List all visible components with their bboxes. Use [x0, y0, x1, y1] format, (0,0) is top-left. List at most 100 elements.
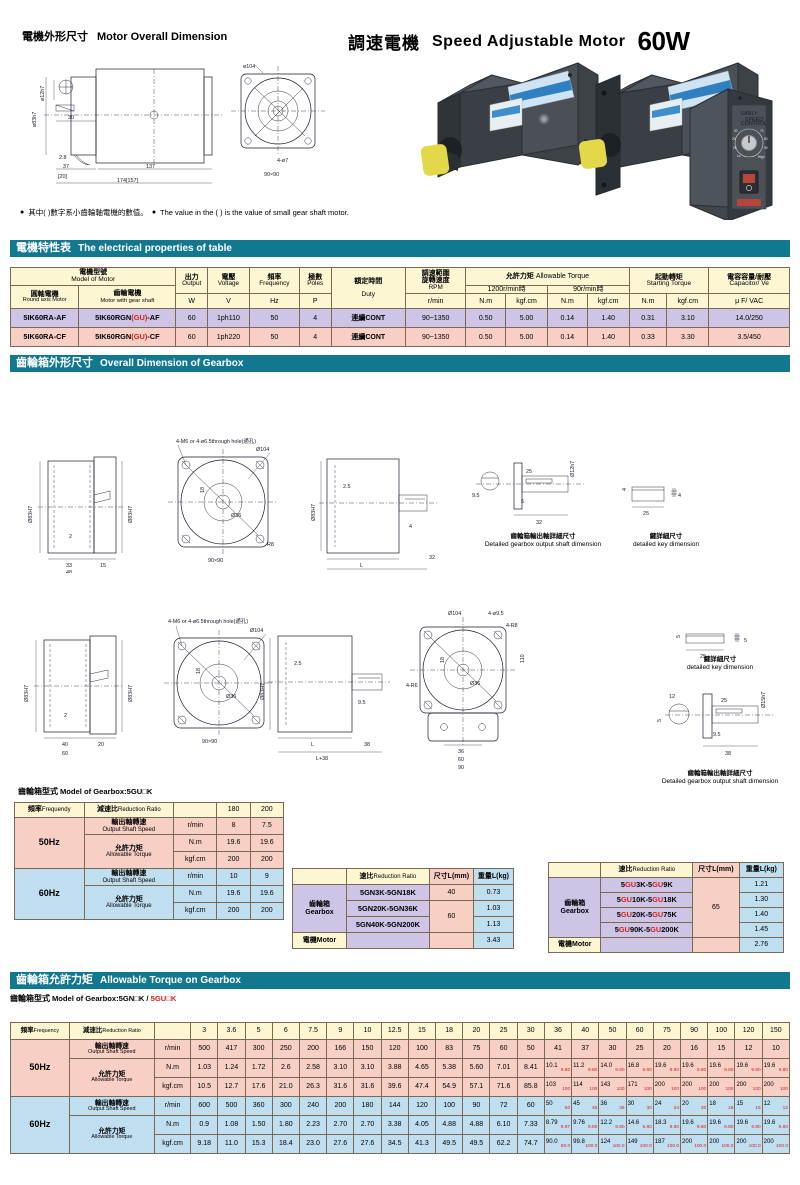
cell-hz50-allowable-torque-kgf-20: 57.1	[462, 1077, 491, 1097]
th-reduction-ratio: 減速比Reduction Ratio	[68, 1022, 156, 1040]
dim-d15: Ø15h7	[761, 692, 767, 708]
th-ratio-5: 5	[244, 1022, 273, 1040]
cell-hz50-allowable-torque-kgf-3.6: 12.7	[217, 1077, 246, 1097]
cell-hz60-output-shaft-speed-12.5: 144	[380, 1096, 409, 1116]
th-ratio-40: 40	[571, 1022, 600, 1040]
cell-motor-size	[428, 932, 474, 949]
th-ratio-60: 60	[625, 1022, 654, 1040]
dim-36-flange: Ø36	[470, 681, 480, 687]
dim-d12: Ø12h7	[570, 461, 576, 477]
dim-d83-a: Ø83H7	[28, 506, 34, 523]
dim-d1: ø12h7	[40, 86, 46, 101]
cell-hz50-allowable-torque-kgf-6: 21.0	[271, 1077, 300, 1097]
dim-18: 18	[200, 487, 206, 493]
th-output: 出力 Output	[175, 266, 209, 295]
svg-text:CONTROL: CONTROL	[741, 121, 767, 127]
cell-hz50-output-shaft-speed-40: 37	[571, 1039, 600, 1059]
gearbox-ratio-table-5gu: 頻率Frequendy 減速比Reduction Ratio 180 200 5…	[14, 802, 285, 920]
cell-hz60-allowable-torque-kgf-30: 74.7	[516, 1134, 545, 1154]
th-ratio-180: 180	[216, 802, 251, 818]
cell-output: 60	[175, 327, 209, 348]
th-unit-kgf-90: kgf.cm	[586, 293, 630, 310]
dim-36b: 36	[458, 749, 464, 755]
dim-25-2: 2.5	[294, 661, 302, 667]
cell-start-nm: 0.31	[628, 308, 668, 329]
dim-f3: 90×90	[264, 172, 279, 178]
cell-hz50-output-shaft-speed-20: 75	[462, 1039, 491, 1059]
cell-hz60-output-shaft-speed-6: 300	[271, 1096, 300, 1116]
dim-d83-c: Ø83H7	[311, 504, 317, 521]
cell-motor-size	[692, 937, 740, 953]
electrical-properties-table: 電機型號 Model of Motor 出力 Output 電壓 Voltage…	[9, 266, 790, 348]
gearbox-drawings-row2: Ø83H7 Ø83H7 2 40 20 60 4-M6 or 4-ø6.5thr…	[0, 600, 800, 790]
cell-unit: kgf.cm	[154, 1134, 192, 1154]
dim-25: 2.5	[343, 484, 351, 490]
th-unit-p: P	[298, 293, 332, 310]
cell-hz60-output-shaft-speed-15: 120	[407, 1096, 437, 1116]
cell-duty: 連續CONT	[330, 327, 407, 348]
cell-motor-label: 電機Motor	[547, 937, 602, 953]
th-gear-shaft: 齒輪電機 Motor with gear shaft	[78, 284, 177, 310]
dim-60b: 60	[458, 757, 464, 763]
svg-text:SPEED: SPEED	[745, 117, 763, 123]
cell-hz50-output-shaft-speed-100: 15	[707, 1039, 736, 1059]
dim-32b: 32	[536, 520, 542, 526]
gearbox-side-view-2: Ø83H7 Ø83H7 2 40 20 60	[24, 635, 134, 757]
dim-key5a: 5	[676, 635, 682, 638]
cell-nm-1200: 0.50	[465, 327, 507, 348]
section-header-torque-gearbox-cn: 齒輪箱允許力矩	[16, 974, 93, 986]
cell-start-nm: 0.33	[628, 327, 668, 348]
dim-15: 15	[100, 563, 106, 569]
motor-dimension-heading-cn: 電機外形尺寸	[22, 31, 88, 43]
cell-50-nm-200: 19.6	[249, 834, 285, 852]
cell-hz50-allowable-torque-kgf-7.5: 26.3	[298, 1077, 328, 1097]
cell-hz50-output-shaft-speed-25: 60	[489, 1039, 518, 1059]
dim-95-2: 9.5	[358, 700, 366, 706]
table-row: 齒輪箱 Gearbox 5GN3K-5GN18K 40 0.73	[292, 884, 515, 933]
cell-hz50-allowable-torque-nm-3.6: 1.24	[217, 1058, 246, 1078]
cell-nm-90: 0.14	[546, 327, 588, 348]
bullet-icon-2: ●	[151, 209, 157, 216]
cell-hz50-output-shaft-speed-7.5: 200	[298, 1039, 328, 1059]
table-row: 5GU90K-5GU200K 1.45	[549, 922, 785, 938]
cell-50-rmin-200: 7.5	[249, 817, 285, 835]
cell-hz50-allowable-torque-nm-10: 3.10	[353, 1058, 382, 1078]
cell-hz60-allowable-torque-nm-3: 0.9	[190, 1115, 219, 1135]
cell-hz50-output-shaft-speed-15: 100	[407, 1039, 437, 1059]
dim-104-flange: Ø104	[448, 611, 461, 617]
gearbox-model-label-5gu: 齒輪箱型式 Model of Gearbox:5GU□K	[18, 787, 153, 796]
cell-unit: N.m	[154, 1058, 192, 1078]
th-model: 電機型號 Model of Motor	[9, 267, 177, 286]
th-ratio-90: 90	[680, 1022, 709, 1040]
cell-hz60-output-shaft-speed-7.5: 240	[298, 1096, 328, 1116]
table-header-row: 速比Reduction Ratio 尺寸L(mm) 重量L(kg)	[547, 862, 785, 878]
th-ratio-36: 36	[543, 1022, 573, 1040]
dim-25-shaft2: 25	[721, 698, 727, 704]
th-weight: 重量L(kg)	[472, 868, 515, 885]
cell-hz50-allowable-torque-nm-9: 3.10	[326, 1058, 355, 1078]
cell-hz60-allowable-torque-kgf-9: 27.6	[326, 1134, 355, 1154]
cell-hz60-allowable-torque-nm-12.5: 3.38	[380, 1115, 409, 1135]
cell-gear-model: 5IK60RGN(GU)-CF	[78, 327, 177, 348]
cell-weight: 1.03	[472, 900, 515, 917]
page-title-cn: 調速電機	[348, 34, 420, 53]
svg-text:70: 70	[760, 129, 764, 133]
th-blank	[547, 862, 602, 878]
cell-hz60-output-shaft-speed-9: 200	[326, 1096, 355, 1116]
